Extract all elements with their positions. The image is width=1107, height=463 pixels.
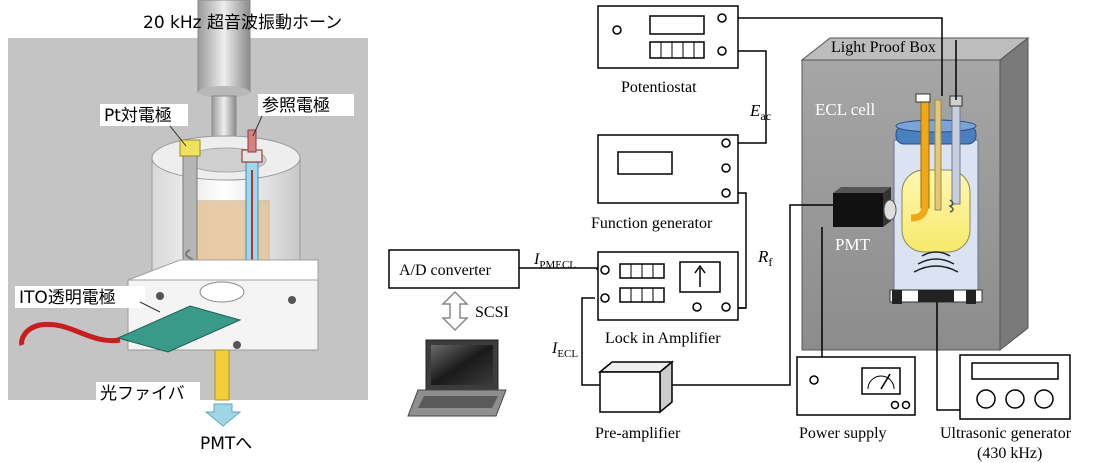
- pmt-detector: [833, 187, 897, 227]
- lock-in-amplifier-label: Lock in Amplifier: [605, 330, 721, 347]
- laptop-icon: [407, 339, 507, 417]
- ecl-cell-label: ECL cell: [815, 100, 876, 119]
- ito-plate: [116, 305, 242, 353]
- red-wire: [19, 321, 121, 346]
- function-generator: [597, 134, 739, 204]
- counter-electrode-label: Pt対電極: [104, 106, 172, 126]
- pre-amplifier: [597, 360, 675, 414]
- ecl-cell: [889, 93, 983, 304]
- potentiostat-label: Potentiostat: [621, 79, 697, 96]
- pmt-device-label: PMT: [835, 235, 871, 254]
- ultrasound-wave-icon: [913, 251, 959, 273]
- down-arrow-icon: [204, 403, 242, 427]
- working-electrode: [920, 95, 930, 209]
- scsi-arrow-icon: [441, 290, 469, 332]
- i-ecl-label: IECL: [551, 340, 578, 360]
- power-supply-label: Power supply: [799, 425, 887, 442]
- potentiostat-display: [649, 15, 705, 35]
- potentiostat: [597, 5, 739, 69]
- ito-electrode-label: ITO透明電極: [19, 288, 116, 308]
- reference-electrode-label: 参照電極: [262, 96, 330, 116]
- ultrasonic-frequency-label: (430 kHz): [977, 445, 1042, 462]
- counter-electrode-rod: [182, 151, 198, 263]
- ultrasonic-generator-label: Ultrasonic generator: [940, 425, 1072, 442]
- power-meter: [861, 367, 901, 395]
- pre-amplifier-label: Pre-amplifier: [595, 425, 681, 442]
- power-supply: [796, 356, 916, 416]
- lock-in-amplifier: [597, 251, 739, 321]
- r-f-label: Rf: [757, 247, 772, 269]
- ad-converter-label: A/D converter: [399, 262, 492, 279]
- pmt-label: PMTへ: [200, 434, 252, 454]
- left-cell-illustration: 20 kHz 超音波振動ホーン Pt対電極 参照電極 ITO透明電極 光ファイバ…: [8, 0, 368, 454]
- i-pmecl-label: IPMECL: [533, 251, 576, 271]
- light-proof-box-label: Light Proof Box: [831, 39, 936, 56]
- optical-fiber-label: 光ファイバ: [100, 384, 185, 404]
- ultrasonic-generator: [959, 354, 1071, 420]
- e-ac-label: Eac: [749, 101, 771, 123]
- optical-fiber: [214, 349, 230, 401]
- horn-body: [197, 0, 251, 93]
- function-generator-label: Function generator: [591, 215, 713, 232]
- scsi-label: SCSI: [475, 304, 509, 321]
- horn-label: 20 kHz 超音波振動ホーン: [143, 13, 342, 33]
- block-diagram: Light Proof Box ECL cell PMT Potentiosta…: [388, 5, 1072, 462]
- ad-converter-box: [388, 249, 520, 289]
